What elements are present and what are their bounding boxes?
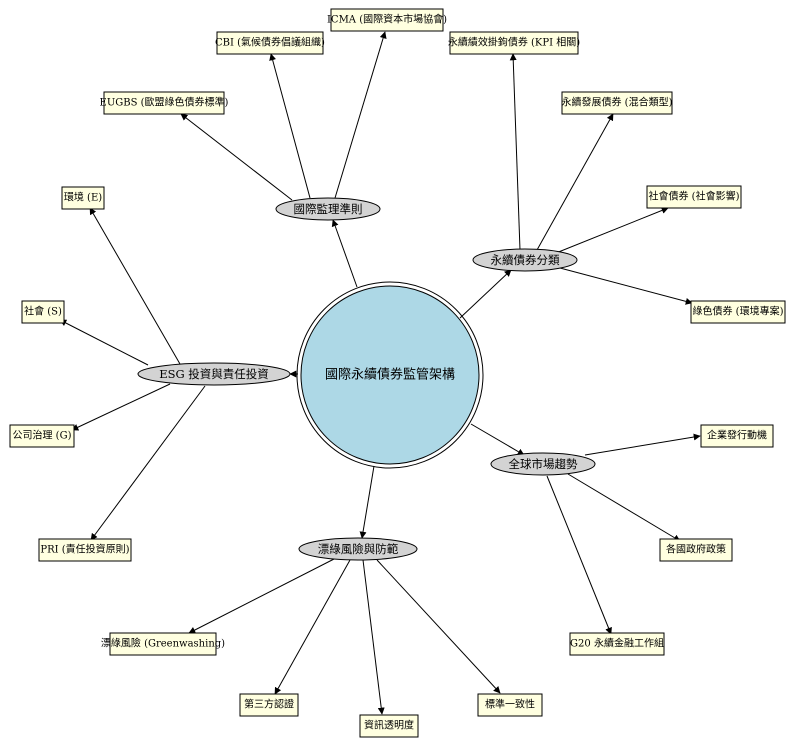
root-circle — [300, 285, 480, 465]
leaf-govpol-box — [659, 538, 733, 562]
edge-trends-govpol — [567, 473, 681, 542]
edge-classification-green — [559, 267, 693, 305]
hub-greenwash-ellipse — [298, 537, 418, 561]
leaf-third-box — [239, 693, 299, 717]
leaf-green-box — [690, 300, 786, 324]
leaf-transp: 資訊透明度 — [359, 714, 419, 738]
hub-greenwash-label: 漂綠風險與防範 — [318, 542, 399, 556]
leaf-gov-box — [9, 424, 75, 448]
root-node: 國際永續債券監管架構 — [296, 281, 484, 469]
leaf-gw: 漂綠風險 (Greenwashing) — [101, 632, 225, 656]
root-outer-ring — [296, 281, 484, 469]
edge-regulation-icma — [334, 31, 387, 199]
edge-classification-kpi — [509, 53, 521, 251]
leaf-cbi-label: CBI (氣候債券倡議組織) — [215, 36, 325, 49]
leaf-icma-box — [330, 8, 444, 32]
leaf-eugbs-label: EUGBS (歐盟綠色債券標準) — [100, 96, 229, 109]
leaf-pri-box — [38, 538, 132, 562]
edge-esg-pri — [90, 385, 206, 541]
hub-greenwash: 漂綠風險與防範 — [298, 537, 418, 561]
leaf-gov: 公司治理 (G) — [9, 424, 75, 448]
hub-classification-label: 永續債券分類 — [491, 253, 560, 267]
edge-root-trends — [470, 423, 525, 456]
leaf-icma-label: ICMA (國際資本市場協會) — [327, 13, 447, 26]
leaf-corp-box — [700, 424, 774, 448]
edge-greenwash-gw — [188, 557, 337, 634]
leaf-social-box — [646, 185, 742, 209]
leaf-pri-label: PRI (責任投資原則) — [40, 543, 129, 556]
leaf-corp: 企業發行動機 — [700, 424, 774, 448]
hub-esg-ellipse — [137, 362, 291, 386]
leaf-gw-label: 漂綠風險 (Greenwashing) — [101, 637, 225, 650]
leaf-kpi-label: 永續績效掛鉤債券 (KPI 相關) — [448, 36, 580, 49]
edge-trends-corp — [584, 433, 701, 456]
leaf-std: 標準一致性 — [477, 693, 543, 717]
leaf-third-label: 第三方認證 — [244, 698, 294, 711]
leaf-govpol: 各國政府政策 — [659, 538, 733, 562]
leaf-g20: G20 永續金融工作組 — [569, 632, 665, 656]
root-label: 國際永續債券監管架構 — [325, 367, 455, 383]
leaf-eugbs: EUGBS (歐盟綠色債券標準) — [100, 91, 229, 115]
leaf-green-label: 綠色債券 (環境專案) — [693, 305, 784, 318]
leaf-govpol-label: 各國政府政策 — [666, 543, 726, 556]
leaf-transp-box — [359, 714, 419, 738]
leaf-dev: 永續發展債券 (混合類型) — [561, 91, 673, 115]
hub-trends: 全球市場趨勢 — [490, 452, 596, 476]
leaf-gw-box — [109, 632, 217, 656]
hub-classification: 永續債券分類 — [472, 248, 578, 272]
edge-esg-gov — [71, 383, 171, 431]
hub-regulation-label: 國際監理準則 — [294, 202, 363, 216]
hub-regulation: 國際監理準則 — [275, 197, 381, 221]
edge-regulation-cbi — [269, 53, 311, 199]
leaf-eugbs-box — [103, 91, 225, 115]
leaf-env: 環境 (E) — [61, 186, 105, 210]
leaf-gov-label: 公司治理 (G) — [13, 429, 72, 442]
hub-trends-label: 全球市場趨勢 — [509, 457, 578, 471]
edge-classification-dev — [536, 113, 614, 251]
leaf-soc-box — [21, 300, 65, 324]
leaf-social-label: 社會債券 (社會影響) — [649, 190, 740, 203]
leaf-std-box — [477, 693, 543, 717]
edges — [59, 31, 701, 715]
leaf-cbi-box — [216, 31, 324, 55]
leaf-kpi: 永續績效掛鉤債券 (KPI 相關) — [448, 31, 580, 55]
hub-trends-ellipse — [490, 452, 596, 476]
leaf-pri: PRI (責任投資原則) — [38, 538, 132, 562]
hub-regulation-ellipse — [275, 197, 381, 221]
leaf-g20-label: G20 永續金融工作組 — [570, 637, 664, 650]
edge-classification-social — [555, 207, 669, 254]
leaf-kpi-box — [449, 31, 579, 55]
leaf-transp-label: 資訊透明度 — [364, 719, 414, 732]
edge-esg-env — [89, 207, 181, 365]
leaf-dev-label: 永續發展債券 (混合類型) — [562, 96, 673, 109]
leaf-third: 第三方認證 — [239, 693, 299, 717]
edge-root-greenwash — [359, 465, 375, 539]
hub-esg: ESG 投資與責任投資 — [137, 362, 291, 386]
leaf-env-label: 環境 (E) — [64, 191, 102, 204]
edge-esg-soc — [59, 319, 149, 366]
leaf-cbi: CBI (氣候債券倡議組織) — [215, 31, 325, 55]
hub-esg-label: ESG 投資與責任投資 — [159, 367, 269, 381]
edge-regulation-eugbs — [180, 113, 293, 201]
leaf-std-label: 標準一致性 — [485, 698, 535, 711]
edge-greenwash-transp — [362, 559, 385, 715]
edge-trends-g20 — [546, 475, 612, 635]
leaf-g20-box — [569, 632, 665, 656]
edge-root-classification — [459, 269, 512, 319]
edge-greenwash-third — [274, 559, 351, 695]
leaf-soc: 社會 (S) — [21, 300, 65, 324]
leaf-corp-label: 企業發行動機 — [707, 429, 767, 442]
leaf-soc-label: 社會 (S) — [24, 305, 62, 318]
leaf-env-box — [61, 186, 105, 210]
leaf-social: 社會債券 (社會影響) — [646, 185, 742, 209]
hub-classification-ellipse — [472, 248, 578, 272]
leaf-dev-box — [561, 91, 673, 115]
leaf-icma: ICMA (國際資本市場協會) — [327, 8, 447, 32]
leaf-green: 綠色債券 (環境專案) — [690, 300, 786, 324]
edge-greenwash-std — [376, 559, 501, 694]
edge-root-regulation — [331, 219, 358, 288]
